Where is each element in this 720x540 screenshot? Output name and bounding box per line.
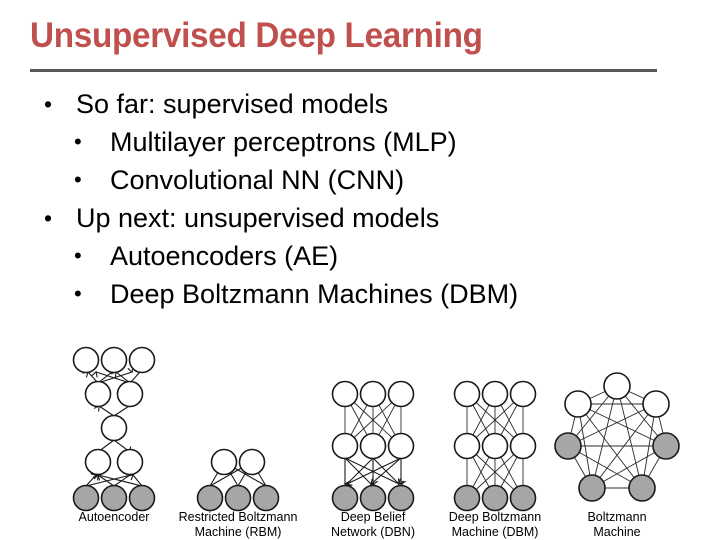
list-item-label: So far: supervised models bbox=[76, 89, 389, 119]
diagram-boltzmann-machine: Boltzmann Machine bbox=[554, 372, 680, 539]
diagram-restricted-boltzmann-machine: Restricted Boltzmann Machine (RBM) bbox=[179, 448, 298, 539]
diagram-caption-autoencoder: Autoencoder bbox=[79, 510, 150, 524]
bm-nodes bbox=[554, 372, 680, 502]
list-item: • So far: supervised models bbox=[0, 86, 720, 122]
bullet-marker-icon: • bbox=[74, 243, 82, 268]
list-item: • Up next: unsupervised models bbox=[0, 200, 720, 236]
list-item: • Deep Boltzmann Machines (DBM) bbox=[0, 276, 720, 312]
bullet-marker-icon: • bbox=[74, 281, 82, 306]
list-item-label: Multilayer perceptrons (MLP) bbox=[110, 127, 457, 157]
network-architectures-figure: Autoencoder Restricted Boltzmann Machine… bbox=[0, 336, 720, 540]
diagram-caption-dbm-line1: Deep Boltzmann bbox=[449, 510, 541, 524]
diagram-caption-rbm-line2: Machine (RBM) bbox=[195, 525, 282, 539]
diagram-autoencoder: Autoencoder bbox=[72, 346, 156, 524]
page-title: Unsupervised Deep Learning bbox=[30, 16, 483, 55]
list-item: • Multilayer perceptrons (MLP) bbox=[0, 124, 720, 160]
list-item-label: Deep Boltzmann Machines (DBM) bbox=[110, 279, 519, 309]
diagram-caption-rbm-line1: Restricted Boltzmann bbox=[179, 510, 298, 524]
diagram-caption-dbm-line2: Machine (DBM) bbox=[452, 525, 539, 539]
title-underline-rule bbox=[30, 69, 657, 72]
dbn-edges-directed bbox=[345, 457, 401, 484]
dbm-nodes bbox=[453, 380, 537, 512]
diagram-deep-boltzmann-machine: Deep Boltzmann Machine (DBM) bbox=[449, 380, 541, 539]
diagram-caption-bm-line2: Machine bbox=[593, 525, 640, 539]
list-item-label: Convolutional NN (CNN) bbox=[110, 165, 405, 195]
diagram-caption-bm-line1: Boltzmann bbox=[587, 510, 646, 524]
diagram-caption-dbn-line2: Network (DBN) bbox=[331, 525, 415, 539]
bullet-marker-icon: • bbox=[44, 91, 53, 117]
diagram-deep-belief-network: Deep Belief Network (DBN) bbox=[331, 380, 415, 539]
autoencoder-nodes bbox=[72, 346, 156, 512]
rbm-nodes bbox=[196, 448, 280, 512]
list-item: • Convolutional NN (CNN) bbox=[0, 162, 720, 198]
list-item-label: Up next: unsupervised models bbox=[76, 203, 440, 233]
bullet-marker-icon: • bbox=[74, 167, 82, 192]
diagram-caption-dbn-line1: Deep Belief bbox=[341, 510, 406, 524]
bullet-list: • So far: supervised models • Multilayer… bbox=[0, 86, 720, 314]
list-item: • Autoencoders (AE) bbox=[0, 238, 720, 274]
dbn-nodes bbox=[331, 380, 415, 512]
bullet-marker-icon: • bbox=[44, 205, 53, 231]
list-item-label: Autoencoders (AE) bbox=[110, 241, 339, 271]
bullet-marker-icon: • bbox=[74, 129, 82, 154]
